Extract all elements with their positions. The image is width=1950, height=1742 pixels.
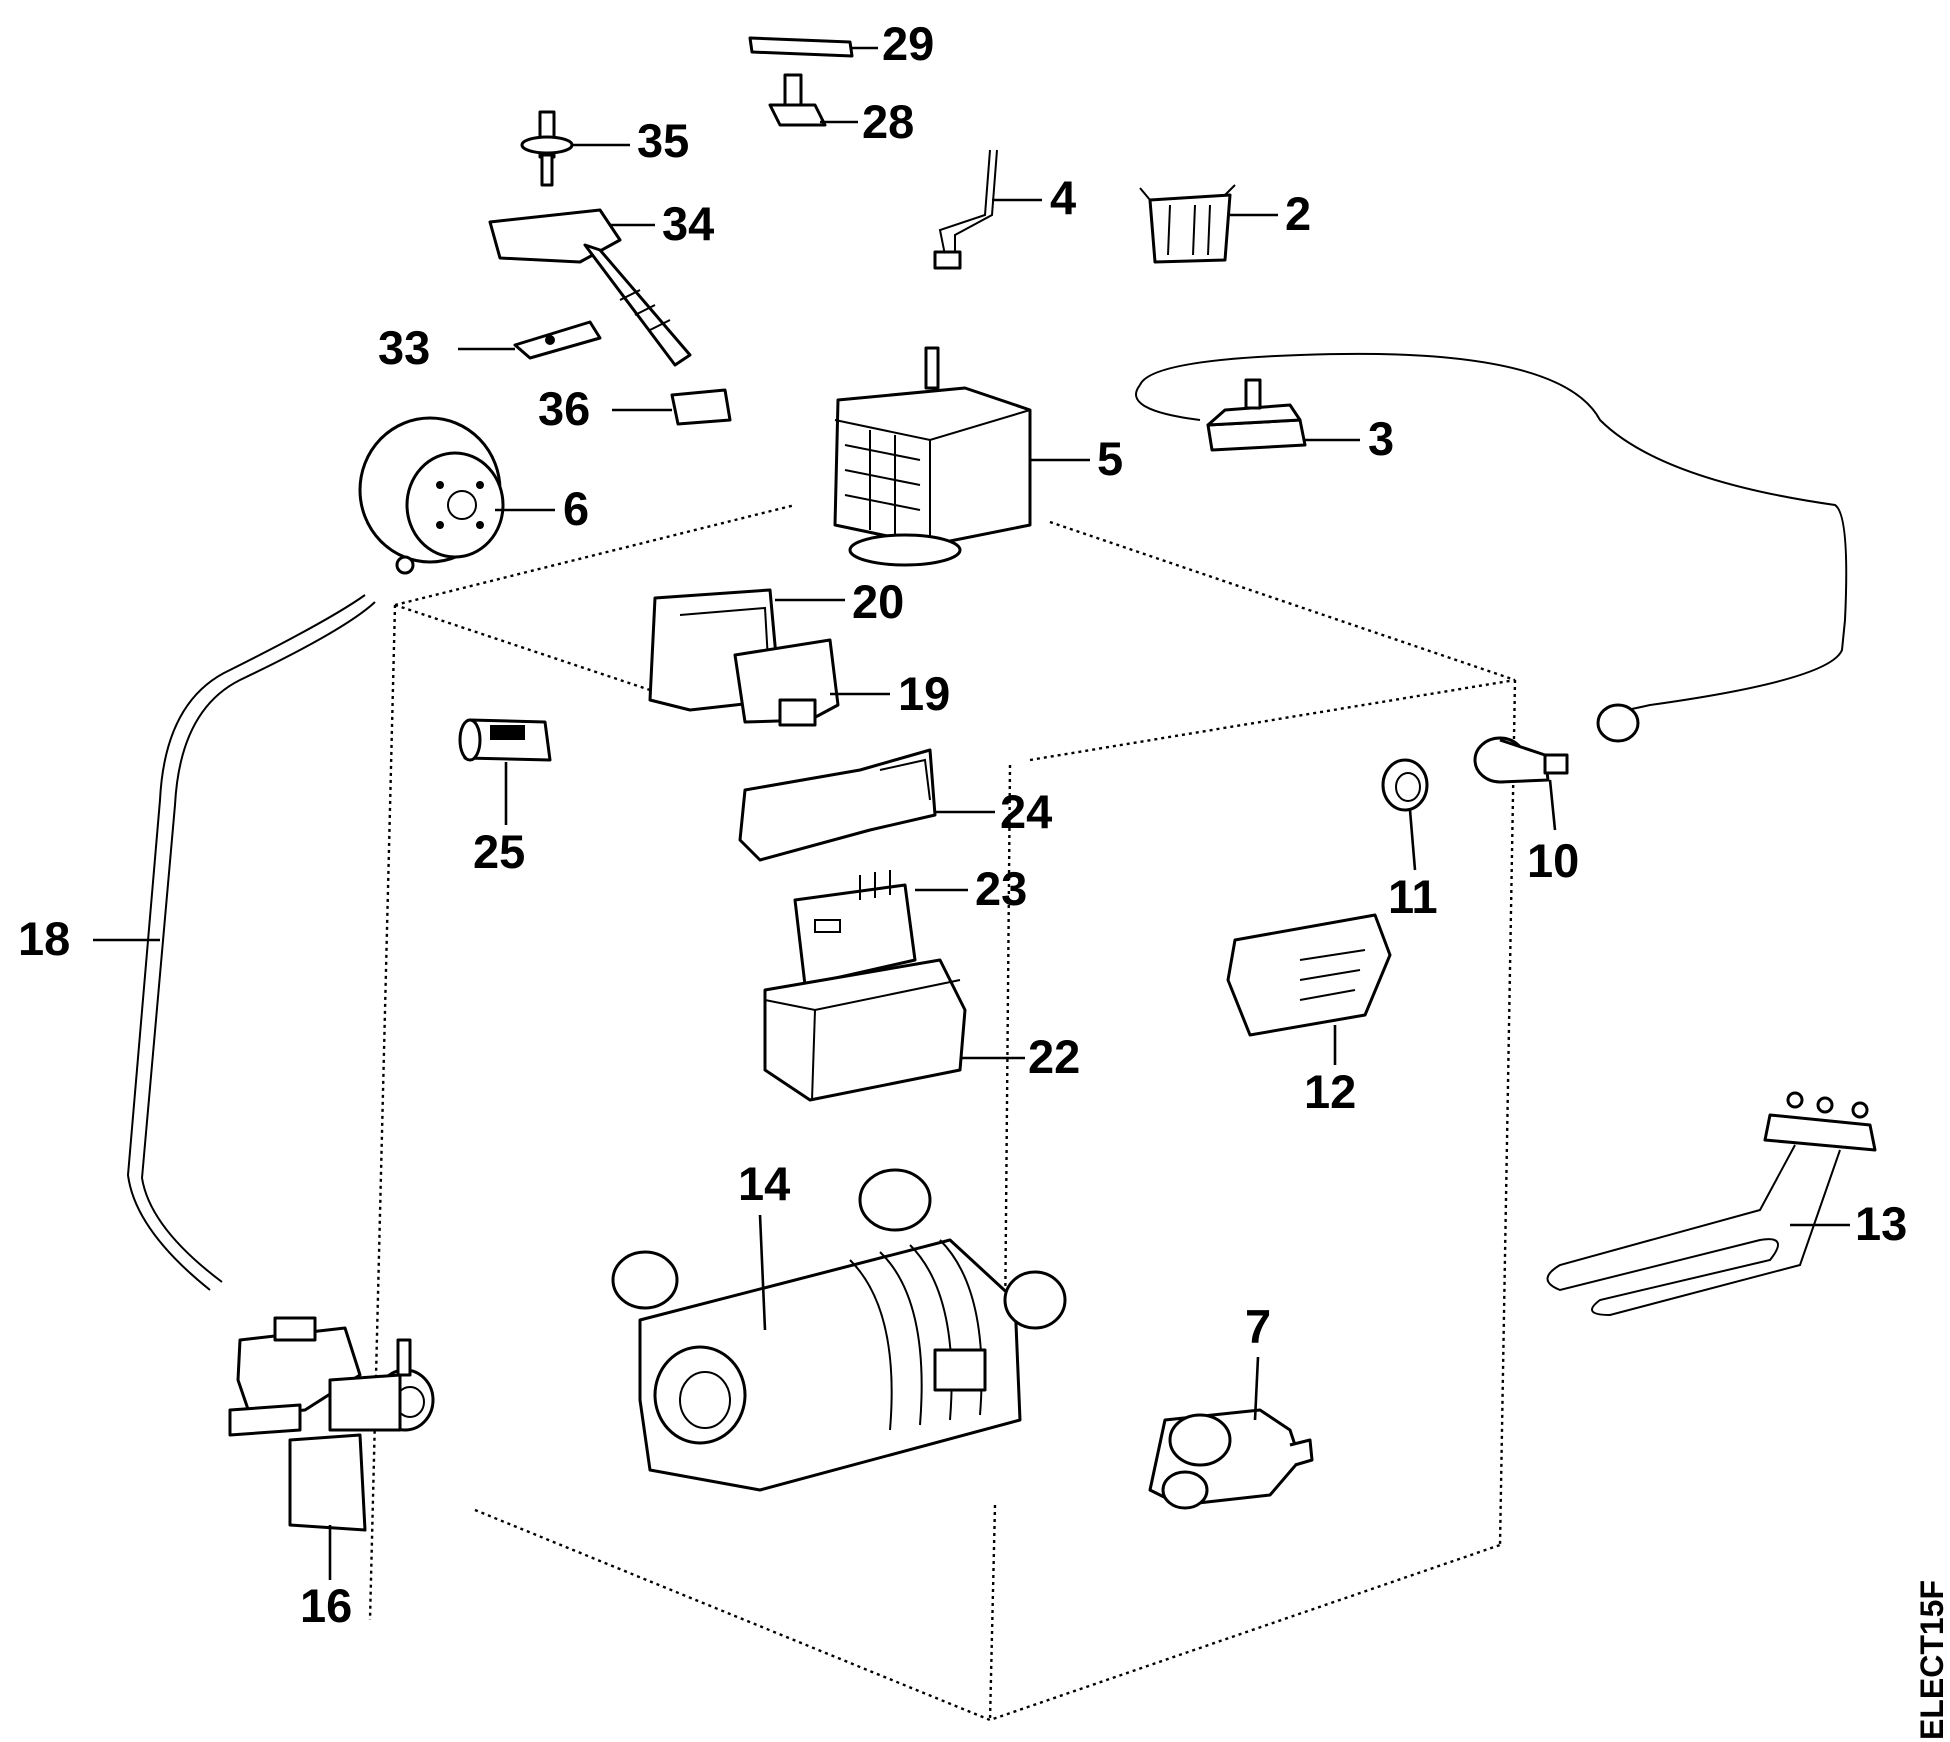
part-6-motor	[358, 416, 505, 575]
callout-6: 6	[563, 482, 589, 535]
part-11-grommet	[1381, 758, 1429, 812]
callout-3: 3	[1368, 412, 1394, 465]
callout-25: 25	[473, 825, 525, 878]
part-5-timer	[833, 346, 1032, 567]
callout-10: 10	[1527, 834, 1579, 887]
leader-lines	[93, 46, 1850, 1580]
callout-5: 5	[1097, 432, 1123, 485]
callout-18: 18	[18, 912, 70, 965]
part-18-hose	[126, 594, 376, 1291]
part-28-potentiometer	[768, 73, 827, 127]
part-22-tray	[763, 958, 967, 1102]
part-7-valve	[1148, 1408, 1314, 1510]
callout-12: 12	[1304, 1065, 1356, 1118]
callout-19: 19	[898, 667, 950, 720]
callout-20: 20	[852, 575, 904, 628]
callout-28: 28	[862, 95, 914, 148]
part-36-clip	[670, 388, 732, 426]
part-14-drive-motor	[611, 1168, 1067, 1492]
callout-2: 2	[1285, 187, 1311, 240]
part-29-plate	[748, 36, 854, 58]
callout-13: 13	[1855, 1197, 1907, 1250]
part-35-shaft	[520, 110, 574, 187]
callout-33: 33	[378, 321, 430, 374]
part-12-door-lock	[1226, 913, 1392, 1037]
part-19-connector	[733, 638, 840, 727]
part-33-cam	[513, 320, 602, 360]
callout-24: 24	[1000, 785, 1052, 838]
callout-22: 22	[1028, 1030, 1080, 1083]
callout-16: 16	[300, 1579, 352, 1632]
part-4-wire	[933, 149, 998, 270]
callout-14: 14	[738, 1157, 790, 1210]
part-3-thermostat	[1135, 352, 1848, 743]
callout-35: 35	[637, 114, 689, 167]
callout-23: 23	[975, 862, 1027, 915]
part-24-cover	[738, 748, 937, 862]
callout-36: 36	[538, 382, 590, 435]
drawing-code: ELECT15F	[1914, 1580, 1950, 1740]
callout-7: 7	[1245, 1300, 1271, 1353]
part-10-lamp	[1473, 736, 1569, 784]
part-23-pcb	[793, 870, 917, 987]
callout-labels: 29 28 35 4 2 34 33 36 3 5 6 20 19 25 24 …	[18, 17, 1907, 1632]
part-34-lever	[488, 208, 692, 367]
part-2-switch	[1139, 184, 1236, 264]
callout-11: 11	[1388, 870, 1438, 923]
callout-34: 34	[662, 197, 714, 250]
callout-4: 4	[1050, 171, 1076, 224]
cabinet-outline	[368, 503, 1517, 1722]
callout-29: 29	[882, 17, 934, 70]
part-16-drain-pump	[228, 1316, 435, 1532]
part-25-capacitor	[458, 718, 552, 762]
part-13-heater	[1546, 1091, 1877, 1317]
